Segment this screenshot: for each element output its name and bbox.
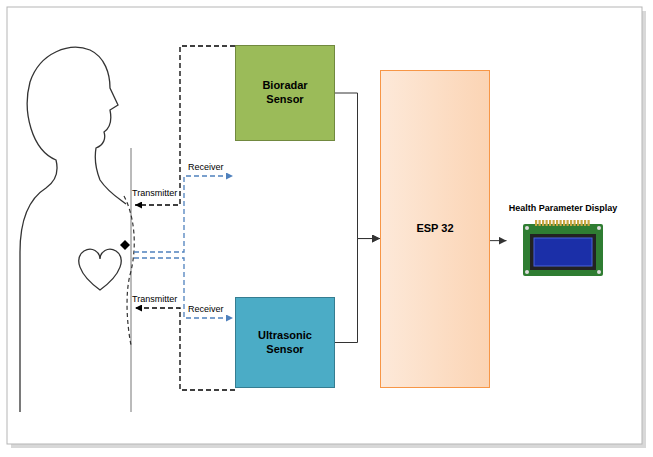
- body-front-line: [131, 148, 132, 412]
- display-module: Health Parameter Display: [507, 203, 620, 278]
- signal-connector: [335, 239, 380, 343]
- heart-symbol: [79, 249, 121, 290]
- human-outline: [20, 47, 126, 412]
- lcd-board: [523, 224, 603, 276]
- signal-label: Transmitter: [132, 188, 177, 199]
- mount-hole: [525, 270, 529, 274]
- header-pin: [546, 220, 548, 226]
- box-label: Ultrasonic Sensor: [243, 329, 327, 357]
- signal-label: Receiver: [188, 162, 224, 173]
- signal-connector: [490, 240, 507, 241]
- sensor-box: Bioradar Sensor: [235, 45, 335, 141]
- header-pin: [542, 220, 544, 226]
- lcd-picture: [523, 218, 603, 278]
- header-pin: [560, 220, 562, 226]
- header-pin: [549, 220, 551, 226]
- header-pin: [588, 220, 590, 226]
- chest-wall-dashed: [124, 196, 134, 345]
- mount-hole: [597, 226, 601, 230]
- display-label: Health Parameter Display: [509, 203, 618, 214]
- header-pin: [581, 220, 583, 226]
- header-pin: [539, 220, 541, 226]
- transmit-path: [135, 46, 235, 205]
- header-pin: [556, 220, 558, 226]
- receive-path: [134, 258, 233, 318]
- transmit-path: [135, 308, 235, 390]
- controller-box: ESP 32: [380, 70, 490, 388]
- mount-hole: [597, 270, 601, 274]
- header-pin: [574, 220, 576, 226]
- header-pin: [584, 220, 586, 226]
- receive-path: [134, 176, 233, 252]
- sensor-box: Ultrasonic Sensor: [235, 297, 335, 388]
- mount-hole: [525, 226, 529, 230]
- chest-marker: [120, 240, 130, 250]
- frame: [7, 7, 642, 444]
- header-pin: [553, 220, 555, 226]
- box-label: ESP 32: [416, 222, 453, 236]
- header-pin: [570, 220, 572, 226]
- header-pin: [535, 220, 537, 226]
- box-label: Bioradar Sensor: [243, 79, 327, 107]
- header-pin: [567, 220, 569, 226]
- header-pin: [563, 220, 565, 226]
- signal-label: Receiver: [188, 304, 224, 315]
- lcd-screen: [534, 238, 592, 266]
- lcd-frame: [530, 234, 596, 270]
- header-pin: [577, 220, 579, 226]
- signal-label: Transmitter: [132, 294, 177, 305]
- signal-connector: [335, 93, 380, 239]
